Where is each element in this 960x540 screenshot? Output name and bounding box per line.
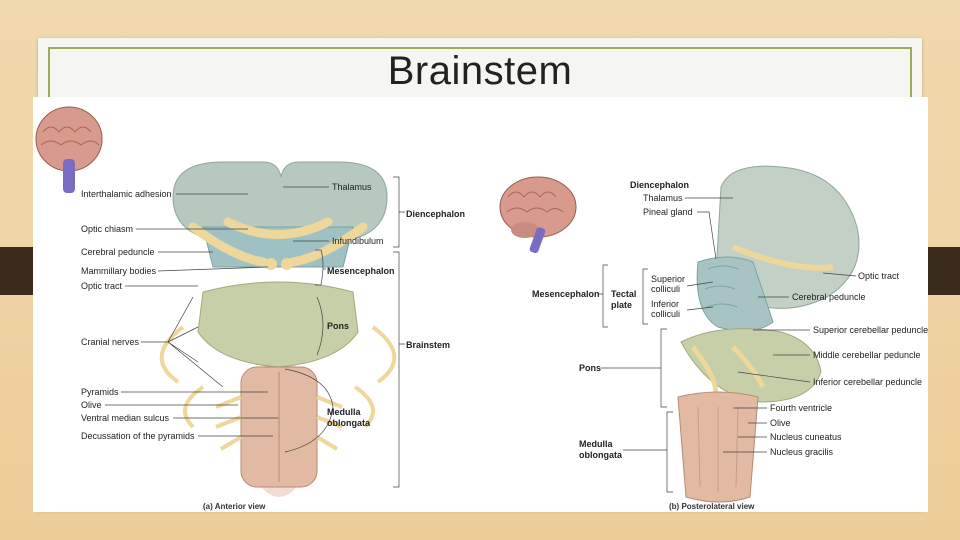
brainstem-figure: Interthalamic adhesion Optic chiasm Cere…	[33, 97, 928, 512]
label-nucleus-cuneatus: Nucleus cuneatus	[770, 432, 842, 442]
region-medulla-anterior-line2: oblongata	[327, 418, 371, 428]
label-inferior-colliculi-2: colliculi	[651, 309, 680, 319]
region-pons-anterior: Pons	[327, 321, 349, 331]
label-superior-colliculi-1: Superior	[651, 274, 685, 284]
label-olive-anterior: Olive	[81, 400, 102, 410]
posterolateral-labels-top: Diencephalon Thalamus Pineal gland	[630, 180, 733, 260]
label-cerebral-peduncle-posterior: Cerebral peduncle	[792, 292, 866, 302]
label-infundibulum: Infundibulum	[332, 236, 384, 246]
region-diencephalon-posterior: Diencephalon	[630, 180, 689, 190]
region-medulla-posterior-line1: Medulla	[579, 439, 613, 449]
label-interthalamic-adhesion: Interthalamic adhesion	[81, 189, 172, 199]
label-optic-tract-posterior: Optic tract	[858, 271, 900, 281]
label-olive-posterior: Olive	[770, 418, 791, 428]
label-middle-cerebellar-peduncle: Middle cerebellar peduncle	[813, 350, 921, 360]
anterior-brainstem-drawing	[159, 161, 397, 497]
label-optic-tract-anterior: Optic tract	[81, 281, 123, 291]
label-inferior-cerebellar-peduncle: Inferior cerebellar peduncle	[813, 377, 922, 387]
label-ventral-median-sulcus: Ventral median sulcus	[81, 413, 170, 423]
label-mammillary-bodies: Mammillary bodies	[81, 266, 157, 276]
label-fourth-ventricle: Fourth ventricle	[770, 403, 832, 413]
tectal-plate-line2: plate	[611, 300, 632, 310]
brain-thumbnail-left	[35, 106, 103, 193]
anterior-region-brackets: Diencephalon Mesencephalon Pons Medulla …	[284, 176, 465, 488]
label-decussation-of-pyramids: Decussation of the pyramids	[81, 431, 195, 441]
region-mesencephalon-posterior: Mesencephalon	[532, 289, 600, 299]
tectal-plate-group: Mesencephalon Tectal plate Superior coll…	[532, 264, 714, 328]
label-pineal-gland: Pineal gland	[643, 207, 693, 217]
title-frame	[48, 47, 912, 107]
region-medulla-posterior-line2: oblongata	[579, 450, 623, 460]
anterior-labels-left: Interthalamic adhesion Optic chiasm Cere…	[81, 189, 278, 441]
caption-anterior-view: (a) Anterior view	[203, 502, 266, 511]
label-thalamus-anterior: Thalamus	[332, 182, 372, 192]
label-nucleus-gracilis: Nucleus gracilis	[770, 447, 834, 457]
label-pyramids: Pyramids	[81, 387, 119, 397]
label-superior-colliculi-2: colliculi	[651, 284, 680, 294]
label-superior-cerebellar-peduncle: Superior cerebellar peduncle	[813, 325, 928, 335]
label-cranial-nerves: Cranial nerves	[81, 337, 140, 347]
region-brainstem: Brainstem	[406, 340, 450, 350]
posterolateral-labels-right: Optic tract Cerebral peduncle Superior c…	[723, 271, 928, 457]
caption-posterolateral-view: (b) Posterolateral view	[669, 502, 755, 511]
posterolateral-region-brackets: Pons Medulla oblongata	[579, 328, 673, 493]
label-thalamus-posterior: Thalamus	[643, 193, 683, 203]
brainstem-diagram: Interthalamic adhesion Optic chiasm Cere…	[35, 106, 928, 511]
region-medulla-anterior-line1: Medulla	[327, 407, 361, 417]
region-mesencephalon-anterior: Mesencephalon	[327, 266, 395, 276]
label-inferior-colliculi-1: Inferior	[651, 299, 679, 309]
label-cerebral-peduncle: Cerebral peduncle	[81, 247, 155, 257]
tectal-plate-line1: Tectal	[611, 289, 636, 299]
slide-title: Brainstem	[387, 49, 573, 93]
label-optic-chiasm: Optic chiasm	[81, 224, 133, 234]
brain-thumbnail-right	[499, 176, 577, 254]
anterior-labels-right: Thalamus Infundibulum	[283, 182, 384, 246]
region-diencephalon: Diencephalon	[406, 209, 465, 219]
region-pons-posterior: Pons	[579, 363, 601, 373]
